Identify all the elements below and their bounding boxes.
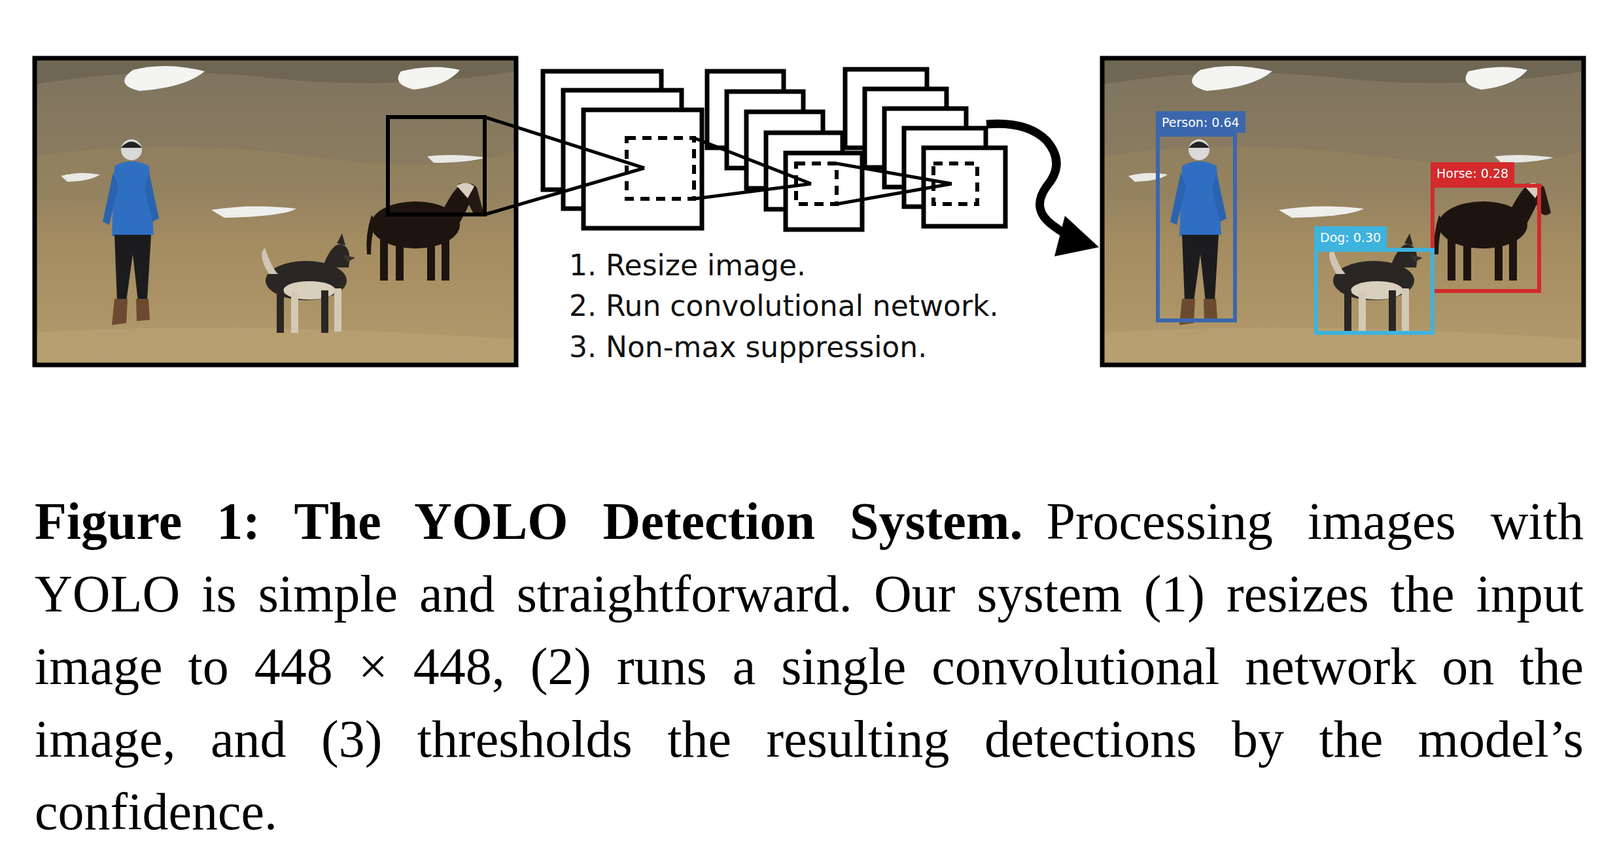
class-score-label: Dog: 0.30 bbox=[1314, 226, 1387, 248]
class-score-label: Horse: 0.28 bbox=[1430, 162, 1515, 184]
detection-box: Horse: 0.28 bbox=[1430, 183, 1542, 294]
class-score-label: Person: 0.64 bbox=[1155, 111, 1246, 133]
detection-box: Dog: 0.30 bbox=[1314, 247, 1435, 335]
detection-box: Person: 0.64 bbox=[1155, 132, 1237, 323]
step-label: 3. Non-max suppression. bbox=[569, 329, 927, 366]
figure-caption: Figure 1: The YOLO Detection System.Proc… bbox=[34, 485, 1584, 849]
step-label: 2. Run convolutional network. bbox=[569, 287, 999, 325]
figure-title: Figure 1: The YOLO Detection System. bbox=[34, 492, 1023, 551]
step-label: 1. Resize image. bbox=[569, 247, 806, 284]
